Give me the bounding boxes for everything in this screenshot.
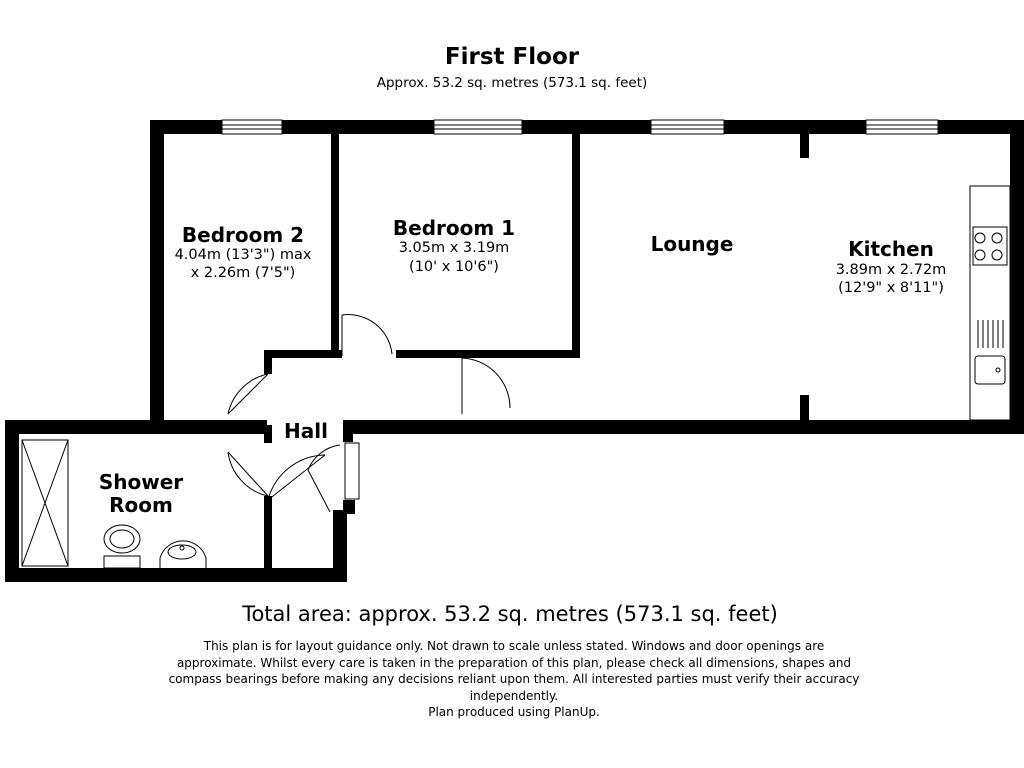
bathroom-fixtures <box>21 439 207 569</box>
bedroom-2-label: Bedroom 2 <box>181 223 305 247</box>
windows <box>221 119 939 135</box>
kitchen-counter <box>969 185 1011 421</box>
bedroom-1-dimensions-2: (10' x 10'6") <box>409 259 499 275</box>
disclaimer-line: compass bearings before making any decis… <box>168 672 860 686</box>
floor-area-subtitle: Approx. 53.2 sq. metres (573.1 sq. feet) <box>376 75 648 91</box>
lounge-label: Lounge <box>650 232 734 256</box>
shower-room-label-2: Room <box>109 493 173 517</box>
disclaimer: This plan is for layout guidance only. N… <box>154 638 874 721</box>
floor-title: First Floor <box>444 44 580 70</box>
doors <box>227 314 511 513</box>
kitchen-dimensions: 3.89m x 2.72m <box>835 262 947 278</box>
disclaimer-line: approximate. Whilst every care is taken … <box>176 655 852 670</box>
hall-label: Hall <box>284 419 328 443</box>
kitchen-dimensions-2: (12'9" x 8'11") <box>838 280 944 296</box>
total-area: Total area: approx. 53.2 sq. metres (573… <box>242 602 778 626</box>
bedroom-1-label: Bedroom 1 <box>392 216 516 240</box>
kitchen-label: Kitchen <box>848 237 934 261</box>
bedroom-1-dimensions: 3.05m x 3.19m <box>398 240 510 256</box>
bedroom-2-dimensions-2: x 2.26m (7'5") <box>190 265 296 281</box>
shower-room-label: Shower <box>98 470 184 494</box>
floor-plan <box>5 119 1024 582</box>
interior-walls <box>264 130 809 570</box>
disclaimer-line: This plan is for layout guidance only. N… <box>203 639 825 653</box>
disclaimer-line: independently. <box>469 688 559 703</box>
credit-line: Plan produced using PlanUp. <box>428 705 600 719</box>
bedroom-2-dimensions: 4.04m (13'3") max <box>174 247 312 263</box>
